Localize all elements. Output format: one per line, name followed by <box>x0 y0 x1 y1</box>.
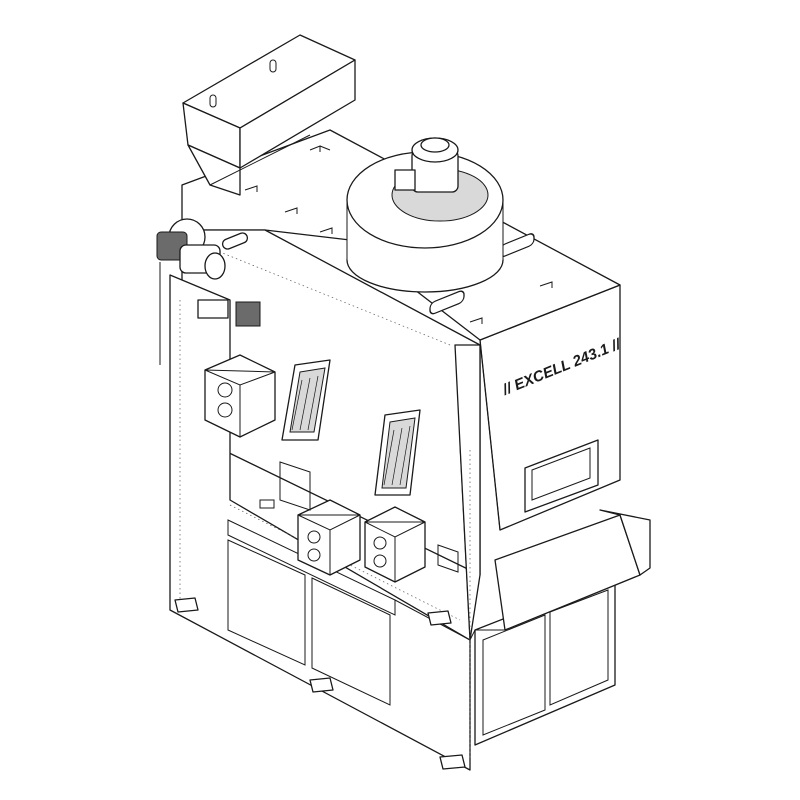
mounting-feet <box>174 597 466 770</box>
outlet-box-upper-left <box>204 354 276 438</box>
chute-1 <box>281 359 331 441</box>
intake-hopper <box>182 34 356 196</box>
chute-2 <box>374 409 421 496</box>
drive-label-plate <box>197 299 229 319</box>
access-panel <box>279 461 311 511</box>
fan-assembly <box>346 137 504 293</box>
right-lower-cabinet <box>474 509 651 746</box>
outlet-box-lower-1 <box>297 499 361 576</box>
lid-handles <box>221 145 553 324</box>
drive-motor <box>156 218 261 365</box>
slot-left <box>259 499 275 509</box>
small-panel <box>437 544 459 573</box>
outlet-box-lower-2 <box>364 506 426 583</box>
inspection-window <box>524 439 599 513</box>
